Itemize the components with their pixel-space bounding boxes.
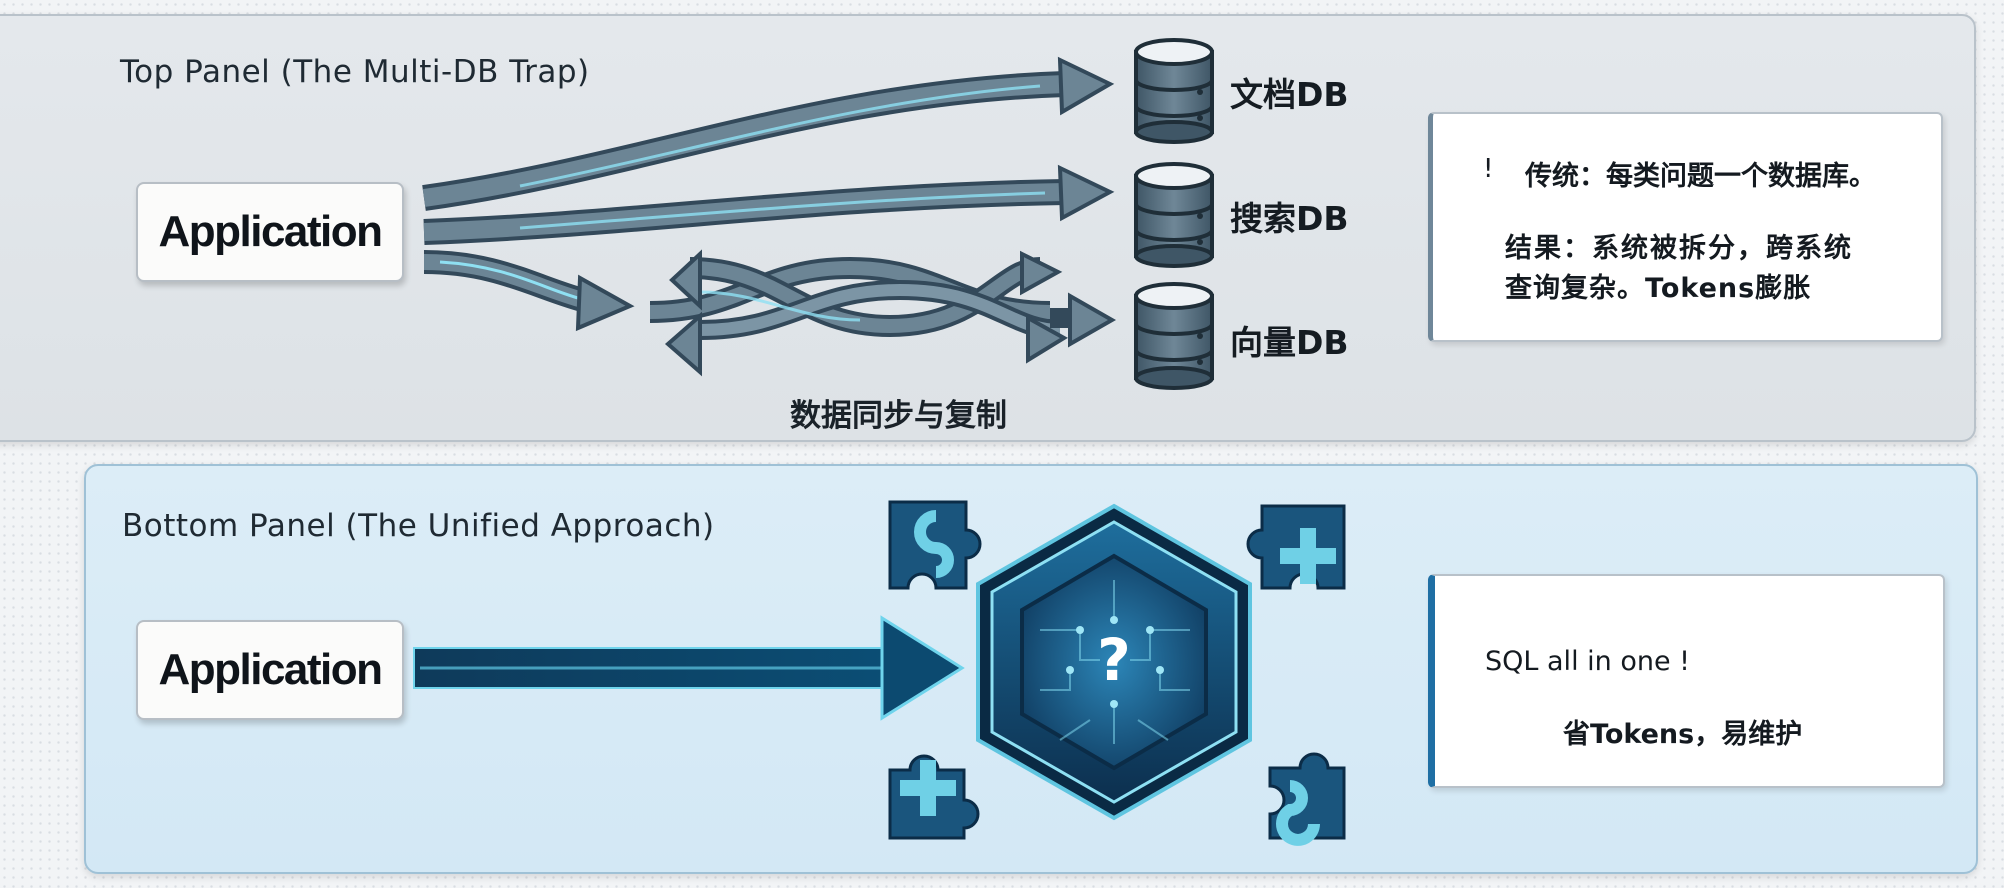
- sync-replication-icon: [649, 249, 1117, 377]
- puzzle-piece-bottom-left-icon: [888, 754, 980, 840]
- traditional-approach-card: ! 传统：每类问题一个数据库。 结果：系统被拆分，跨系统 查询复杂。Tokens…: [1428, 112, 1943, 342]
- top-application-box: Application: [136, 182, 404, 282]
- card-bottom-line2: 省Tokens，易维护: [1563, 719, 1803, 750]
- sync-label: 数据同步与复制: [790, 398, 1007, 434]
- card-top-line2: 结果：系统被拆分，跨系统: [1505, 233, 1853, 264]
- arrow-to-sync: [423, 250, 635, 332]
- unified-arrow: [413, 615, 965, 721]
- arrow-to-search-db: [423, 164, 1115, 245]
- unified-db-hub-icon: [976, 503, 1252, 821]
- card-top-line3: 查询复杂。Tokens膨胀: [1505, 273, 1812, 304]
- puzzle-piece-top-right-icon: [1246, 504, 1346, 590]
- hub-question-mark: ?: [1097, 626, 1131, 694]
- doc-db-icon: [1134, 38, 1214, 144]
- card-top-line1: 传统：每类问题一个数据库。: [1525, 161, 1876, 192]
- arrow-to-doc-db: [422, 56, 1115, 211]
- unified-approach-card: SQL all in one ! 省Tokens，易维护: [1428, 574, 1945, 788]
- card-bottom-line1: SQL all in one !: [1485, 646, 1690, 677]
- bottom-application-box: Application: [136, 620, 404, 720]
- search-db-label: 搜索DB: [1230, 199, 1349, 238]
- doc-db-label: 文档DB: [1230, 75, 1349, 114]
- search-db-icon: [1134, 162, 1214, 268]
- bottom-panel-title: Bottom Panel (The Unified Approach): [122, 508, 715, 544]
- vector-db-label: 向量DB: [1230, 323, 1349, 362]
- vector-db-icon: [1134, 282, 1214, 390]
- warning-bang: !: [1483, 154, 1494, 184]
- puzzle-piece-bottom-right-icon: [1268, 752, 1346, 846]
- top-panel-title: Top Panel (The Multi-DB Trap): [120, 54, 590, 90]
- puzzle-piece-top-left-icon: [888, 500, 982, 590]
